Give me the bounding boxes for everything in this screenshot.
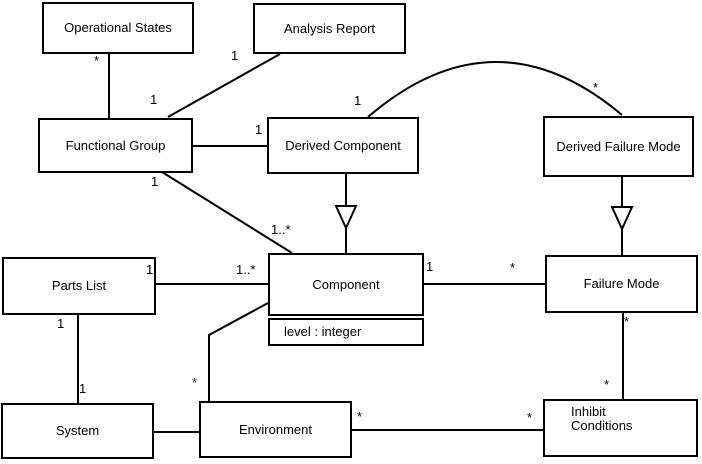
multiplicity-label: * [593, 80, 599, 95]
class-box-system: System [1, 403, 154, 459]
class-name-label: Derived Component [285, 137, 401, 153]
association-analysis-report-functional-group [167, 53, 281, 118]
class-name-label: System [55, 423, 100, 438]
generalization-triangle-derived-component [334, 205, 358, 231]
multiplicity-label: 1 [150, 92, 158, 107]
attribute-label: level : integer [284, 324, 362, 339]
class-name-label-line2: Conditions [571, 418, 633, 433]
class-name-label: Analysis Report [283, 20, 376, 36]
multiplicity-label: * [192, 375, 198, 390]
multiplicity-label: * [527, 410, 533, 425]
multiplicity-label: * [94, 53, 100, 68]
multiplicity-label: 1 [79, 381, 87, 396]
multiplicity-label: * [510, 260, 516, 275]
class-name-label: Derived Failure Mode [556, 138, 681, 154]
class-box-analysis-report: Analysis Report [253, 3, 406, 54]
multiplicity-label: * [624, 314, 630, 329]
class-name-label: Parts List [51, 278, 107, 293]
multiplicity-label: * [604, 377, 610, 392]
class-box-parts-list: Parts List [2, 257, 156, 315]
multiplicity-label: * [357, 409, 363, 424]
multiplicity-label: 1 [57, 316, 65, 331]
multiplicity-label: 1 [255, 122, 263, 137]
class-name-label: Component [312, 276, 380, 292]
class-name-label-line1: Inhibit [571, 404, 606, 419]
multiplicity-label: 1 [354, 93, 362, 108]
multiplicity-label: 1..* [236, 262, 256, 277]
class-box-derived-component: Derived Component [267, 117, 419, 174]
class-box-functional-group: Functional Group [38, 118, 193, 173]
association-component-environment [208, 302, 269, 401]
multiplicity-label: 1 [151, 174, 159, 189]
association-functional-group-component [161, 171, 293, 254]
class-box-failure-mode: Failure Mode [545, 255, 698, 313]
generalization-triangle-derived-failure-mode [610, 206, 634, 232]
class-box-inhibit-conditions: Inhibit Conditions [543, 399, 698, 457]
class-box-derived-failure-mode: Derived Failure Mode [543, 116, 694, 177]
multiplicity-label: 1 [231, 48, 239, 63]
multiplicity-label: 1 [426, 259, 434, 274]
class-name-label: Functional Group [65, 137, 166, 153]
class-box-component: Component [268, 253, 424, 316]
attribute-compartment-component: level : integer [268, 318, 424, 346]
multiplicity-label: 1..* [271, 222, 291, 237]
class-name-label: Environment [239, 421, 312, 437]
class-box-operational-states: Operational States [42, 2, 194, 54]
class-name-label: Operational States [64, 20, 172, 35]
association-derived-component-derived-failure-mode-arc [367, 61, 623, 118]
class-name-label: Failure Mode [583, 276, 660, 291]
multiplicity-label: 1 [146, 262, 154, 277]
class-box-environment: Environment [199, 401, 352, 458]
